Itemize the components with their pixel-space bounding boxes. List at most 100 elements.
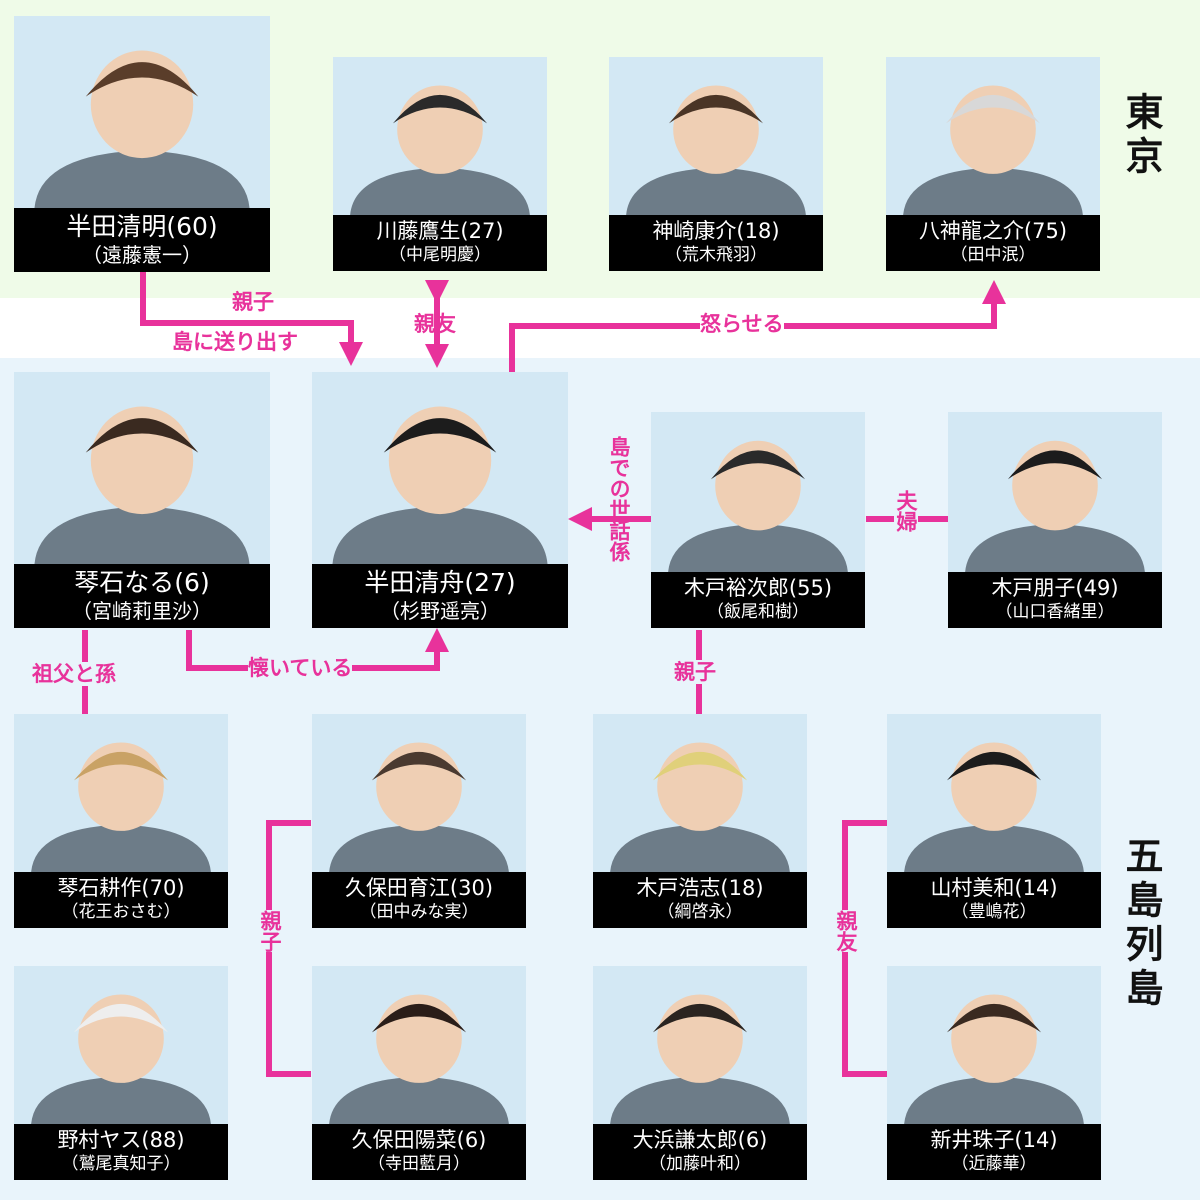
character-name: 半田清明(60)	[66, 212, 218, 241]
person-silhouette-icon	[332, 406, 548, 564]
name-label: 木戸浩志(18)（綱啓永）	[593, 872, 807, 928]
portrait-photo	[14, 714, 228, 872]
person-card-tomoko: 木戸朋子(49)（山口香緒里）	[948, 412, 1162, 628]
portrait-photo	[609, 57, 823, 215]
portrait-photo	[948, 412, 1162, 572]
portrait-photo	[887, 966, 1101, 1124]
name-label: 木戸朋子(49)（山口香緒里）	[948, 572, 1162, 628]
region-label-islands: 五島列島	[1119, 836, 1163, 1012]
actor-name: （加藤叶和）	[649, 1154, 751, 1174]
person-silhouette-icon	[31, 994, 211, 1124]
actor-name: （山口香緒里）	[995, 602, 1115, 622]
character-name: 久保田育江(30)	[344, 876, 494, 900]
person-card-kentaro: 大浜謙太郎(6)（加藤叶和）	[593, 966, 807, 1180]
relation-label-okoraseru: 怒らせる	[700, 312, 784, 336]
portrait-photo	[333, 57, 547, 215]
relation-label-send-to-island: 島に送り出す	[172, 330, 298, 354]
name-label: 神崎康介(18)（荒木飛羽）	[609, 215, 823, 271]
character-name: 川藤鷹生(27)	[376, 219, 504, 243]
region-label-tokyo: 東京	[1119, 92, 1163, 180]
actor-name: （花王おさむ）	[61, 902, 181, 922]
portrait-photo	[651, 412, 865, 572]
person-silhouette-icon	[965, 440, 1145, 572]
person-silhouette-icon	[668, 440, 848, 572]
person-silhouette-icon	[34, 406, 250, 564]
relation-label-natsuite: 懐いている	[248, 656, 353, 680]
person-silhouette-icon	[904, 742, 1084, 872]
person-card-seishu: 半田清舟(27)（杉野遥亮）	[312, 372, 568, 628]
name-label: 八神龍之介(75)（田中泯）	[886, 215, 1100, 271]
person-card-miwa: 山村美和(14)（豊嶋花）	[887, 714, 1101, 928]
character-name: 木戸朋子(49)	[991, 576, 1119, 600]
portrait-photo	[886, 57, 1100, 215]
person-silhouette-icon	[903, 85, 1083, 215]
name-label: 木戸裕次郎(55)（飯尾和樹）	[651, 572, 865, 628]
character-name: 八神龍之介(75)	[918, 219, 1068, 243]
relation-label-oyako-kido: 親子	[674, 660, 716, 684]
person-silhouette-icon	[610, 742, 790, 872]
person-card-seimei: 半田清明(60)（遠藤憲一）	[14, 16, 270, 272]
person-silhouette-icon	[610, 994, 790, 1124]
person-card-yasu: 野村ヤス(88)（鷲尾真知子）	[14, 966, 228, 1180]
relation-label-sofu-mago: 祖父と孫	[32, 662, 116, 686]
actor-name: （遠藤憲一）	[82, 243, 202, 267]
person-card-yagami: 八神龍之介(75)（田中泯）	[886, 57, 1100, 271]
name-label: 久保田育江(30)（田中みな実）	[312, 872, 526, 928]
character-name: 神崎康介(18)	[652, 219, 780, 243]
character-name: 野村ヤス(88)	[57, 1128, 185, 1152]
name-label: 野村ヤス(88)（鷲尾真知子）	[14, 1124, 228, 1180]
portrait-photo	[14, 16, 270, 208]
character-name: 久保田陽菜(6)	[351, 1128, 487, 1152]
actor-name: （中尾明慶）	[389, 245, 491, 265]
actor-name: （杉野遥亮）	[380, 599, 500, 623]
person-card-kawafuji: 川藤鷹生(27)（中尾明慶）	[333, 57, 547, 271]
person-card-naru: 琴石なる(6)（宮崎莉里沙）	[14, 372, 270, 628]
actor-name: （田中みな実）	[359, 902, 479, 922]
relation-label-shinyu-girls: 親友	[834, 910, 858, 952]
person-card-hiroshi: 木戸浩志(18)（綱啓永）	[593, 714, 807, 928]
character-name: 大浜謙太郎(6)	[632, 1128, 768, 1152]
actor-name: （宮崎莉里沙）	[72, 599, 212, 623]
character-name: 山村美和(14)	[930, 876, 1058, 900]
relation-label-fufu: 夫婦	[894, 490, 918, 532]
character-name: 琴石耕作(70)	[57, 876, 185, 900]
relation-label-oyako-kubota: 親子	[258, 910, 282, 952]
actor-name: （田中泯）	[950, 245, 1036, 265]
relation-label-shinyu-kawafuji: 親友	[414, 312, 456, 336]
portrait-photo	[593, 714, 807, 872]
actor-name: （飯尾和樹）	[707, 602, 809, 622]
name-label: 新井珠子(14)（近藤華）	[887, 1124, 1101, 1180]
name-label: 山村美和(14)（豊嶋花）	[887, 872, 1101, 928]
portrait-photo	[312, 714, 526, 872]
person-silhouette-icon	[31, 742, 211, 872]
person-card-tamako: 新井珠子(14)（近藤華）	[887, 966, 1101, 1180]
name-label: 大浜謙太郎(6)（加藤叶和）	[593, 1124, 807, 1180]
person-card-kosaku: 琴石耕作(70)（花王おさむ）	[14, 714, 228, 928]
name-label: 川藤鷹生(27)（中尾明慶）	[333, 215, 547, 271]
actor-name: （近藤華）	[951, 1154, 1037, 1174]
portrait-photo	[14, 372, 270, 564]
line-oyako-send	[140, 272, 363, 366]
actor-name: （鷲尾真知子）	[61, 1154, 181, 1174]
portrait-photo	[14, 966, 228, 1124]
portrait-photo	[312, 372, 568, 564]
portrait-photo	[593, 966, 807, 1124]
person-card-hina: 久保田陽菜(6)（寺田藍月）	[312, 966, 526, 1180]
person-silhouette-icon	[329, 994, 509, 1124]
portrait-photo	[887, 714, 1101, 872]
person-card-kanzaki: 神崎康介(18)（荒木飛羽）	[609, 57, 823, 271]
actor-name: （豊嶋花）	[951, 902, 1037, 922]
person-silhouette-icon	[350, 85, 530, 215]
character-name: 琴石なる(6)	[74, 568, 210, 597]
person-card-ikue: 久保田育江(30)（田中みな実）	[312, 714, 526, 928]
character-name: 半田清舟(27)	[364, 568, 516, 597]
name-label: 半田清明(60)（遠藤憲一）	[14, 208, 270, 272]
character-name: 木戸裕次郎(55)	[683, 576, 833, 600]
person-silhouette-icon	[904, 994, 1084, 1124]
person-silhouette-icon	[626, 85, 806, 215]
actor-name: （荒木飛羽）	[665, 245, 767, 265]
name-label: 琴石耕作(70)（花王おさむ）	[14, 872, 228, 928]
name-label: 久保田陽菜(6)（寺田藍月）	[312, 1124, 526, 1180]
name-label: 琴石なる(6)（宮崎莉里沙）	[14, 564, 270, 628]
actor-name: （綱啓永）	[657, 902, 743, 922]
